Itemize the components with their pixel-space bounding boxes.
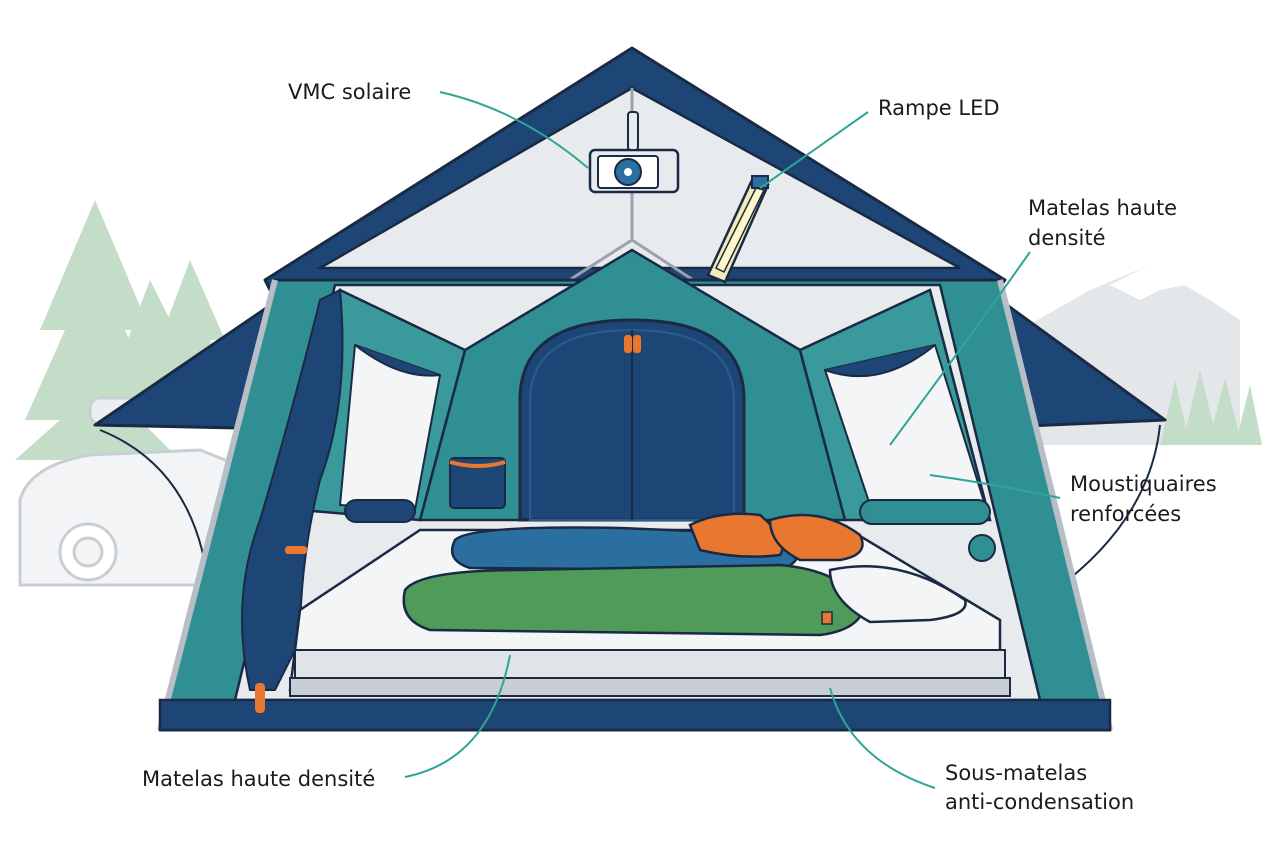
curtain-icon — [241, 288, 344, 713]
leader-lines — [404, 91, 1061, 789]
zipper-pull-icon — [624, 335, 641, 353]
label-vmc-solaire: VMC solaire — [288, 80, 411, 104]
label-moustiquaires-line1: Moustiquaires — [1070, 472, 1217, 496]
fan-icon — [588, 111, 680, 194]
label-sous-matelas-line1: Sous-matelas — [945, 761, 1087, 785]
callout-labels: VMC solaire Rampe LED Matelas haute dens… — [142, 80, 1217, 814]
label-matelas-bottom: Matelas haute densité — [142, 767, 375, 791]
label-matelas-top-line1: Matelas haute — [1028, 196, 1177, 220]
label-rampe-led: Rampe LED — [878, 96, 1000, 120]
tree-icon — [1160, 370, 1262, 445]
label-sous-matelas-line2: anti-condensation — [945, 790, 1134, 814]
pocket-icon — [449, 457, 506, 509]
pillow-icon — [688, 512, 967, 624]
tent-door — [518, 318, 746, 522]
label-moustiquaires-line2: renforcées — [1070, 502, 1181, 526]
label-matelas-top-line2: densité — [1028, 226, 1106, 250]
